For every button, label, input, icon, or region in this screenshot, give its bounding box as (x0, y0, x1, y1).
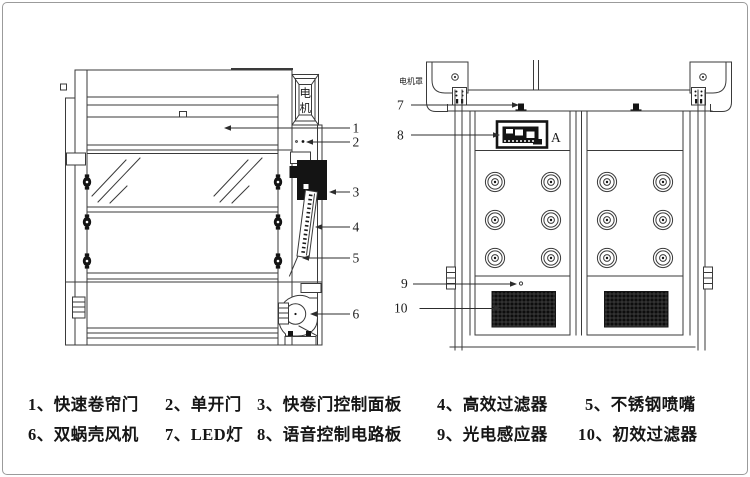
nozzle-icon (540, 247, 562, 269)
callout-9: 9 (401, 276, 408, 291)
callout-7: 7 (397, 98, 404, 113)
motor-cover-right (689, 61, 732, 112)
single-door-detail (295, 140, 305, 143)
callout-4: 4 (353, 220, 360, 235)
motor-cover-label: 电机罩 (399, 76, 423, 86)
nozzle-icon (484, 209, 506, 231)
roller-knob-icon (273, 253, 283, 269)
nozzle-icon (652, 209, 674, 231)
front-callouts: 1 2 3 4 5 6 (224, 121, 360, 322)
nozzle-icon (596, 171, 618, 193)
interior-callouts: 7 8 9 10 (394, 98, 519, 316)
nozzle-icon (652, 247, 674, 269)
callout-6: 6 (353, 307, 360, 322)
roller-knob-icon (273, 174, 283, 190)
callout-3: 3 (353, 185, 360, 200)
callout-5: 5 (353, 251, 360, 266)
volute-fan (277, 283, 322, 346)
front-frame (60, 68, 323, 346)
callout-1: 1 (353, 121, 360, 136)
nozzle-icon (484, 171, 506, 193)
roller-knob-icon (82, 253, 92, 269)
interior-view-drawing: 电机罩 (394, 60, 732, 351)
hinge-left (446, 266, 456, 290)
hinge-right (703, 266, 713, 290)
curtain-stopper (179, 111, 187, 118)
nozzle-icon (652, 171, 674, 193)
glass-panel (91, 157, 263, 204)
callout-2: 2 (353, 135, 360, 150)
nozzle-grid (484, 171, 674, 269)
nozzle-icon (596, 247, 618, 269)
nozzle-icon (540, 171, 562, 193)
nozzle-icon (540, 209, 562, 231)
led-light-icon (630, 103, 642, 111)
primary-filters (491, 291, 669, 328)
top-rail (447, 60, 713, 112)
callout-8: 8 (397, 128, 404, 143)
roller-knobs (82, 174, 283, 269)
interior-frame (446, 89, 713, 351)
photo-sensor-dot (518, 281, 524, 286)
motor-box: 电 机 (291, 73, 320, 126)
point-a-label: A (551, 130, 561, 145)
nozzle-icon (596, 209, 618, 231)
nozzle-icon (484, 247, 506, 269)
front-view-drawing: 电 机 (60, 68, 360, 346)
roller-knob-icon (82, 214, 92, 230)
primary-filter-right (604, 291, 669, 328)
hinge-left (72, 296, 86, 319)
motor-label-line1: 电 (299, 87, 311, 100)
fan-hinge (278, 302, 289, 325)
primary-filter-left (491, 291, 556, 328)
hepa-filter-side (288, 189, 319, 277)
motor-label-line2: 机 (299, 101, 311, 115)
door-handle (66, 152, 86, 166)
motor-cover-left (426, 61, 469, 112)
callout-10: 10 (394, 301, 408, 316)
roller-knob-icon (273, 214, 283, 230)
voice-control-panel: A (495, 120, 561, 149)
roller-knob-icon (82, 174, 92, 190)
